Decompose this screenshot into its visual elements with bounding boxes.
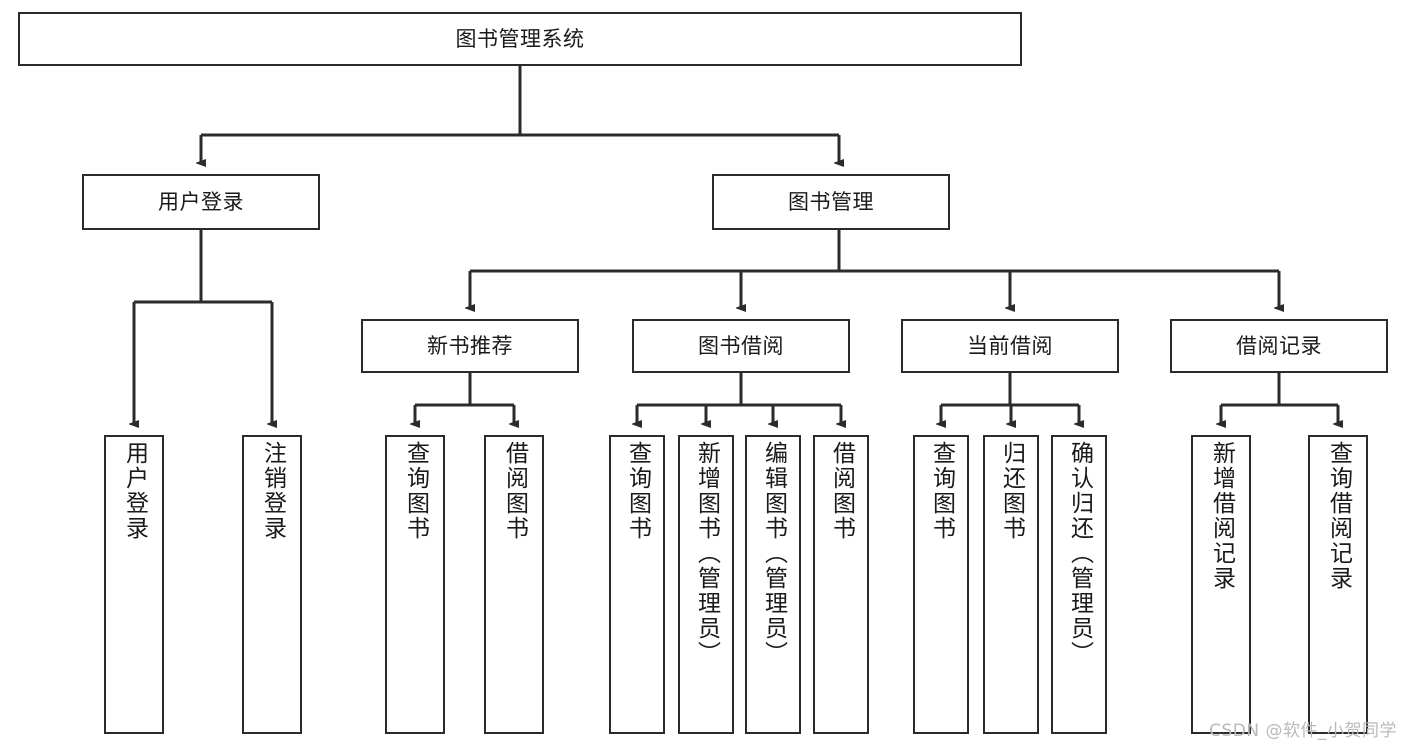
node-leaf-logout-label: 注销登录 — [259, 441, 286, 541]
node-user-login-label: 用户登录 — [158, 189, 244, 214]
node-leaf-return-book[interactable]: 归还图书 — [983, 435, 1039, 734]
node-leaf-borrow-book[interactable]: 借阅图书 — [813, 435, 869, 734]
node-leaf-user-login-label: 用户登录 — [121, 441, 148, 541]
node-user-login[interactable]: 用户登录 — [82, 174, 320, 230]
node-leaf-edit-book[interactable]: 编辑图书（管理员） — [745, 435, 801, 734]
node-leaf-add-book-label: 新增图书（管理员） — [693, 441, 720, 666]
node-new-book-rec-label: 新书推荐 — [427, 333, 513, 358]
node-leaf-borrow-book-label: 借阅图书 — [828, 441, 855, 541]
node-leaf-add-record[interactable]: 新增借阅记录 — [1191, 435, 1251, 734]
node-leaf-rec-query-label: 查询图书 — [402, 441, 429, 541]
node-leaf-cur-query[interactable]: 查询图书 — [913, 435, 969, 734]
node-leaf-rec-borrow-label: 借阅图书 — [501, 441, 528, 541]
node-leaf-query-record[interactable]: 查询借阅记录 — [1308, 435, 1368, 734]
node-leaf-rec-query[interactable]: 查询图书 — [385, 435, 445, 734]
node-book-borrow-label: 图书借阅 — [698, 333, 784, 358]
node-book-borrow[interactable]: 图书借阅 — [632, 319, 850, 373]
node-leaf-user-login[interactable]: 用户登录 — [104, 435, 164, 734]
node-current-borrow[interactable]: 当前借阅 — [901, 319, 1119, 373]
node-leaf-cur-query-label: 查询图书 — [928, 441, 955, 541]
node-book-manage-label: 图书管理 — [788, 189, 874, 214]
node-leaf-logout[interactable]: 注销登录 — [242, 435, 302, 734]
node-new-book-rec[interactable]: 新书推荐 — [361, 319, 579, 373]
node-leaf-confirm-return-label: 确认归还（管理员） — [1066, 441, 1093, 666]
node-borrow-record-label: 借阅记录 — [1236, 333, 1322, 358]
node-book-manage[interactable]: 图书管理 — [712, 174, 950, 230]
node-leaf-add-book[interactable]: 新增图书（管理员） — [678, 435, 734, 734]
node-leaf-query-record-label: 查询借阅记录 — [1325, 441, 1352, 591]
node-current-borrow-label: 当前借阅 — [967, 333, 1053, 358]
node-root-label: 图书管理系统 — [455, 26, 585, 51]
node-leaf-return-book-label: 归还图书 — [998, 441, 1025, 541]
connector-lines — [134, 66, 1338, 424]
node-leaf-rec-borrow[interactable]: 借阅图书 — [484, 435, 544, 734]
node-leaf-edit-book-label: 编辑图书（管理员） — [760, 441, 787, 666]
node-leaf-borrow-query[interactable]: 查询图书 — [609, 435, 665, 734]
node-borrow-record[interactable]: 借阅记录 — [1170, 319, 1388, 373]
node-leaf-confirm-return[interactable]: 确认归还（管理员） — [1051, 435, 1107, 734]
node-root[interactable]: 图书管理系统 — [18, 12, 1022, 66]
node-leaf-add-record-label: 新增借阅记录 — [1208, 441, 1235, 591]
node-leaf-borrow-query-label: 查询图书 — [624, 441, 651, 541]
